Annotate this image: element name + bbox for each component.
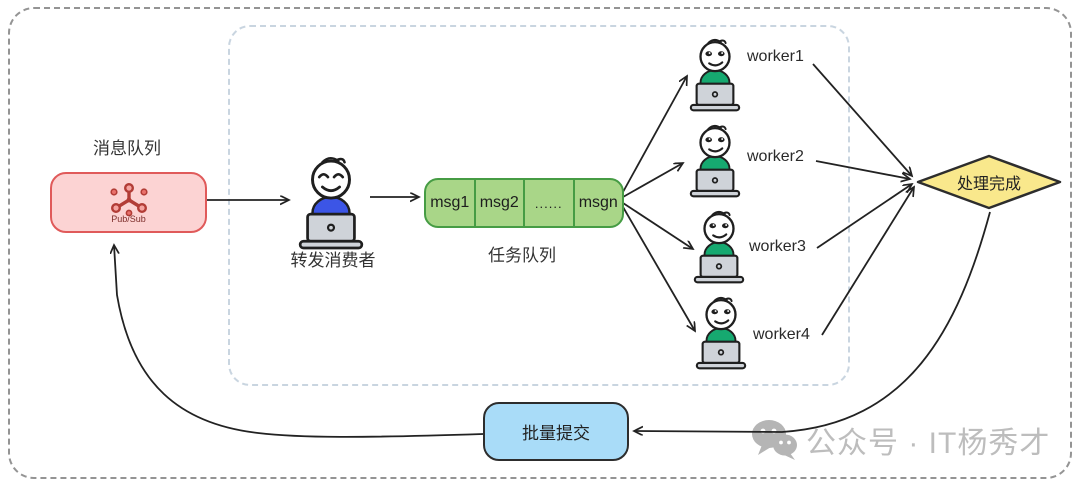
worker4-icon — [695, 296, 747, 370]
watermark: 公众号 · IT杨秀才 — [750, 418, 1050, 462]
worker1-icon — [689, 38, 741, 112]
worker2-label: worker2 — [747, 148, 804, 165]
arrow-worker1-to-result — [812, 63, 912, 176]
message-queue-label: 消息队列 — [93, 139, 161, 158]
message-queue-box: Pub/Sub — [50, 172, 207, 233]
worker2-icon — [689, 124, 741, 198]
worker1-label: worker1 — [747, 48, 804, 65]
arrow-queue-to-worker1 — [622, 76, 687, 193]
arrow-worker4-to-result — [821, 187, 914, 336]
arrow-queue-to-worker2 — [622, 163, 683, 198]
consumer-icon — [298, 157, 364, 250]
worker3-icon — [693, 210, 745, 284]
worker4-label: worker4 — [753, 326, 810, 343]
worker3-label: worker3 — [749, 238, 806, 255]
arrow-queue-to-worker4 — [622, 206, 695, 331]
arrow-worker2-to-result — [815, 160, 910, 179]
outer-dashed-frame — [8, 7, 1072, 479]
task-queue-box: msg1 msg2 ...... msgn — [424, 178, 624, 228]
pubsub-caption: Pub/Sub — [111, 213, 146, 224]
arrow-queue-to-worker3 — [622, 202, 693, 249]
result-diamond: 处理完成 — [916, 154, 1062, 210]
pubsub-icon — [109, 182, 148, 216]
arrow-worker3-to-result — [816, 184, 912, 249]
task-queue-label: 任务队列 — [488, 246, 556, 265]
watermark-text: 公众号 · IT杨秀才 — [806, 427, 1051, 460]
task-queue-cell: ...... — [525, 180, 575, 226]
task-queue-cell: msg1 — [426, 180, 476, 226]
diamond-shape — [916, 154, 1062, 210]
batch-commit-box: 批量提交 — [483, 402, 629, 461]
task-queue-cell: msgn — [578, 194, 618, 211]
inner-dashed-frame — [228, 25, 850, 386]
consumer-label: 转发消费者 — [290, 251, 376, 270]
result-label: 处理完成 — [956, 176, 1021, 193]
arrow-batch-to-mq — [114, 245, 484, 438]
arrow-result-to-batch — [634, 211, 991, 432]
task-queue-cell: msg2 — [476, 180, 525, 226]
